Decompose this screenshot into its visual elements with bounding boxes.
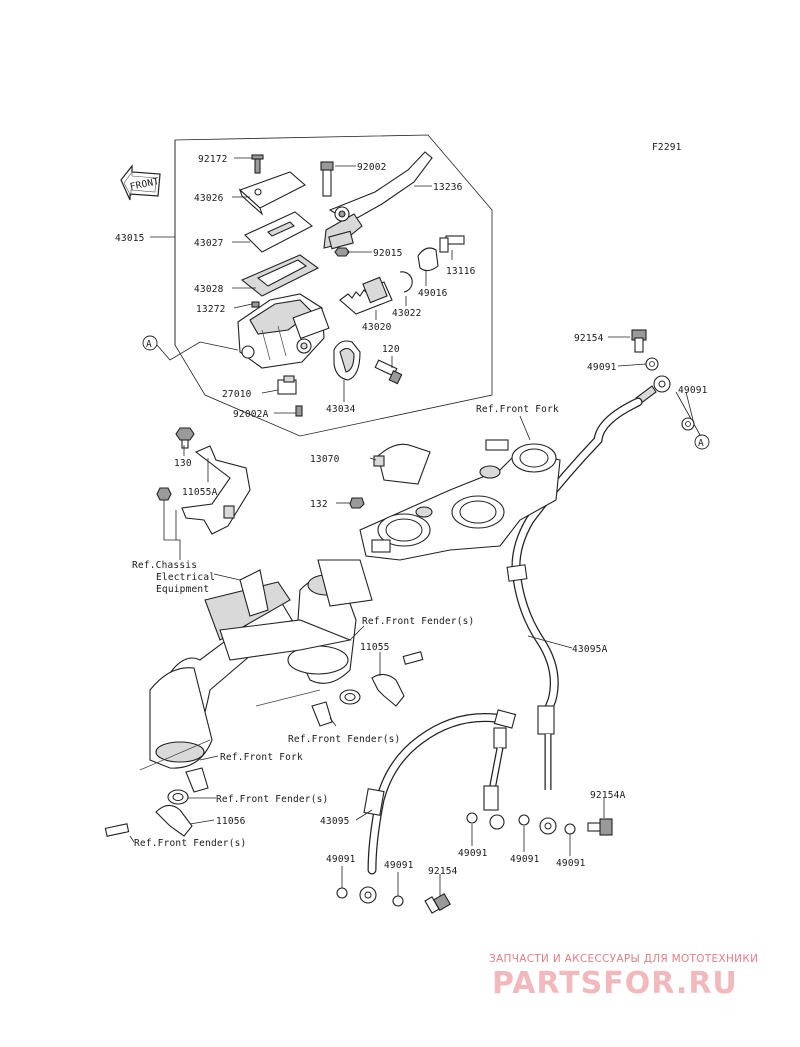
clamp-43034 xyxy=(333,340,361,381)
watermark-logo: PARTSFOR.RU xyxy=(492,966,738,1001)
washers-lower xyxy=(336,812,576,907)
boot-49016 xyxy=(417,247,439,272)
label-43027: 43027 xyxy=(194,238,224,249)
assembly-boundary xyxy=(174,134,493,437)
washer-49091-top xyxy=(645,357,695,431)
switch-27010 xyxy=(277,375,297,395)
label-ref-front-fork-bottom: Ref.Front Fork xyxy=(220,752,303,763)
label-49091-d: 49091 xyxy=(510,854,540,865)
banjo-bolt-92154-bottom xyxy=(424,893,451,914)
label-92002: 92002 xyxy=(357,162,387,173)
label-43026: 43026 xyxy=(194,193,224,204)
label-13272: 13272 xyxy=(196,304,226,315)
clamp-11055 xyxy=(311,651,424,727)
bolt-132 xyxy=(349,497,365,509)
label-11055: 11055 xyxy=(360,642,390,653)
circlip-43022 xyxy=(399,271,413,293)
label-ref-front-fender-2: Ref.Front Fender(s) xyxy=(288,734,400,745)
label-130: 130 xyxy=(174,458,192,469)
bolt-92002 xyxy=(320,161,334,197)
callout-a-right-label: A xyxy=(698,438,704,449)
callout-a-left: A xyxy=(142,335,239,361)
fork-shading-lines xyxy=(139,689,321,771)
label-49091-a: 49091 xyxy=(587,362,617,373)
label-43095a: 43095A xyxy=(572,644,608,655)
callout-a-right: A xyxy=(675,391,710,450)
clamp-11056 xyxy=(104,767,209,837)
label-92002a: 92002A xyxy=(233,409,269,420)
label-49091-b: 49091 xyxy=(678,385,708,396)
bracket-13070 xyxy=(373,443,431,485)
screw-92172 xyxy=(251,154,264,174)
label-ref-front-fender-4: Ref.Front Fender(s) xyxy=(134,838,246,849)
brake-hose-43095a xyxy=(506,375,671,835)
label-13070: 13070 xyxy=(310,454,340,465)
label-49016: 49016 xyxy=(418,288,448,299)
label-43022: 43022 xyxy=(392,308,422,319)
label-132: 132 xyxy=(310,499,328,510)
front-arrow-icon: FRONT xyxy=(120,164,161,201)
banjo-bolt-92154a xyxy=(587,818,613,836)
label-43034: 43034 xyxy=(326,404,356,415)
nut-92015 xyxy=(334,247,350,257)
label-92154-top: 92154 xyxy=(574,333,604,344)
label-11055a: 11055A xyxy=(182,487,218,498)
reservoir-cap-43026 xyxy=(238,171,306,216)
front-fork-right xyxy=(219,559,373,684)
label-43028: 43028 xyxy=(194,284,224,295)
master-cylinder-body xyxy=(237,293,330,369)
banjo-bolt-92154-top xyxy=(631,329,647,353)
pin-13272 xyxy=(251,301,260,308)
label-ref-chassis-3: Equipment xyxy=(156,584,209,595)
leader-lines-lower xyxy=(129,336,695,896)
label-92154a: 92154A xyxy=(590,790,626,801)
screw-92002a xyxy=(295,405,303,417)
brake-lever-13236 xyxy=(323,151,433,250)
label-43020: 43020 xyxy=(362,322,392,333)
watermark-tagline: ЗАПЧАСТИ И АКСЕССУАРЫ ДЛЯ МОТОТЕХНИКИ xyxy=(489,953,759,965)
leader-lines-upper xyxy=(232,157,453,414)
label-ref-chassis-2: Electrical xyxy=(156,572,215,583)
front-fork-left xyxy=(149,569,293,769)
label-49091-f: 49091 xyxy=(326,854,356,865)
callout-a-left-label: A xyxy=(146,339,152,350)
diagram-code: F2291 xyxy=(652,142,682,153)
label-49091-e: 49091 xyxy=(556,858,586,869)
label-ref-front-fork-top: Ref.Front Fork xyxy=(476,404,559,415)
label-27010: 27010 xyxy=(222,389,252,400)
bolt-chassis xyxy=(156,487,172,501)
bolt-120 xyxy=(374,359,403,385)
label-49091-c: 49091 xyxy=(458,848,488,859)
label-92172: 92172 xyxy=(198,154,228,165)
label-43095: 43095 xyxy=(320,816,350,827)
label-49091-g: 49091 xyxy=(384,860,414,871)
label-11056: 11056 xyxy=(216,816,246,827)
label-92015: 92015 xyxy=(373,248,403,259)
label-120: 120 xyxy=(382,344,400,355)
label-ref-front-fender-3: Ref.Front Fender(s) xyxy=(216,794,328,805)
label-92154-bottom: 92154 xyxy=(428,866,458,877)
bracket-11055a xyxy=(181,445,251,535)
diaphragm-43028 xyxy=(240,254,320,297)
brake-hose-43095 xyxy=(359,709,517,904)
label-ref-chassis-1: Ref.Chassis xyxy=(132,560,197,571)
piston-assembly-43020 xyxy=(339,276,393,315)
bolt-130 xyxy=(175,427,195,449)
steering-stem-bracket xyxy=(359,439,561,561)
label-13236: 13236 xyxy=(433,182,463,193)
label-ref-front-fender-1: Ref.Front Fender(s) xyxy=(362,616,474,627)
switch-13116 xyxy=(439,235,465,253)
label-43015: 43015 xyxy=(115,233,145,244)
label-13116: 13116 xyxy=(446,266,476,277)
diaphragm-plate-43027 xyxy=(244,211,313,253)
